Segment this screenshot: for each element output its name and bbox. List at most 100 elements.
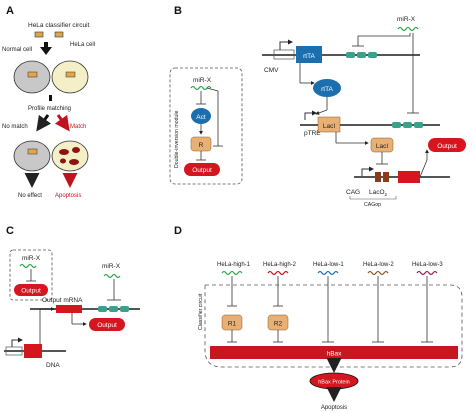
apoptosis-label: Apoptosis bbox=[321, 405, 347, 411]
promoter-arrow-icon bbox=[279, 39, 293, 50]
target-site bbox=[120, 306, 129, 312]
rtta-protein-node bbox=[313, 79, 341, 97]
profile-matching-label: Profile matching bbox=[28, 106, 71, 112]
apoptosis-label: Apoptosis bbox=[55, 193, 81, 199]
cagop-label: CAGop bbox=[364, 202, 381, 208]
classifier-circuit-label: HeLa classifier circuit bbox=[28, 22, 90, 29]
repression-line bbox=[357, 33, 411, 46]
protein-blob-icon bbox=[72, 147, 80, 153]
laci-gene-box bbox=[317, 116, 341, 133]
output-cds-box bbox=[56, 305, 82, 313]
hbax-label: hBax bbox=[327, 351, 343, 358]
mirna-wave-icon bbox=[190, 85, 212, 91]
target-site bbox=[392, 122, 401, 128]
output-label: Output bbox=[192, 167, 212, 174]
hela-cell-label: HeLa cell bbox=[70, 42, 95, 48]
panel-a: A HeLa classifier circuit Normal cell He… bbox=[2, 5, 95, 199]
inset-mir-label: miR-X bbox=[22, 255, 41, 262]
no-match-arrow-icon bbox=[36, 114, 52, 132]
panel-a-letter: A bbox=[6, 5, 14, 17]
rtta-gene-box bbox=[296, 46, 322, 63]
panel-b: B Double-inversion module miR-X Act R Ou… bbox=[169, 5, 466, 208]
double-inversion-module-box bbox=[169, 67, 243, 185]
inset-output-node bbox=[14, 284, 48, 296]
cmv-label: CMV bbox=[264, 67, 279, 74]
target-site bbox=[368, 52, 377, 58]
protein-blob-icon bbox=[59, 149, 69, 155]
laci-protein-label: LacI bbox=[376, 143, 388, 150]
inset-box bbox=[9, 249, 53, 301]
r2-label: R2 bbox=[274, 321, 283, 328]
target-site bbox=[109, 306, 118, 312]
transcription-arrow-icon bbox=[39, 307, 55, 344]
mirna-wave-icon bbox=[19, 263, 37, 269]
mirna-wave-icon bbox=[103, 273, 121, 279]
laco2-site bbox=[375, 172, 381, 182]
hbax-protein-label: hBax Protein bbox=[318, 380, 350, 386]
circuit-gene-icon bbox=[34, 31, 44, 38]
mirna-wave-icon bbox=[317, 270, 339, 276]
circuit-gene-icon bbox=[27, 148, 38, 155]
activation-arrow-icon bbox=[315, 109, 328, 115]
mirna-wave-icon bbox=[367, 270, 389, 276]
target-site bbox=[403, 122, 412, 128]
inset-output-label: Output bbox=[21, 288, 41, 295]
output-mrna-label: Output mRNA bbox=[42, 297, 83, 304]
mirna-label-hela-high-2: HeLa-high-2 bbox=[263, 262, 297, 268]
output-protein-node bbox=[89, 318, 125, 331]
laco2-subscript: 2 bbox=[385, 192, 388, 197]
cag-label: CAG bbox=[346, 189, 360, 196]
r1-label: R1 bbox=[228, 321, 237, 328]
mirna-wave-icon bbox=[416, 270, 438, 276]
no-effect-label: No effect bbox=[18, 193, 42, 199]
mirna-label-hela-low-3: HeLa-low-3 bbox=[412, 262, 443, 268]
act-label: Act bbox=[196, 114, 206, 121]
target-site bbox=[98, 306, 107, 312]
normal-cell-text: Normal cell bbox=[2, 47, 32, 53]
panel-b-letter: B bbox=[174, 5, 182, 17]
laco2-site bbox=[383, 172, 389, 182]
hela-cell-result-icon bbox=[51, 140, 89, 172]
protein-blob-icon bbox=[69, 159, 79, 165]
output-gene-box bbox=[398, 171, 420, 183]
promoter-arrow-icon bbox=[361, 166, 374, 176]
normal-cell-label: Normal cell bbox=[2, 47, 32, 53]
act-node bbox=[191, 108, 211, 124]
panel-c: C miR-X Output miR-X Output mRNA Output … bbox=[4, 225, 140, 369]
mirna-label-hela-high-1: HeLa-high-1 bbox=[217, 262, 251, 268]
output-gene-box bbox=[24, 344, 42, 358]
output-protein-label: Output bbox=[97, 322, 117, 329]
mir-x-label: miR-X bbox=[102, 263, 121, 270]
mirna-wave-icon bbox=[221, 270, 243, 276]
circuit-gene-icon bbox=[54, 31, 64, 38]
r-label: R bbox=[199, 142, 204, 149]
laco2-label: LacO2 bbox=[369, 189, 388, 197]
laci-gene-label: LacI bbox=[323, 123, 335, 130]
target-site bbox=[357, 52, 366, 58]
ptre-label: pTRE bbox=[304, 130, 321, 137]
panel-c-letter: C bbox=[6, 225, 14, 237]
double-inversion-module-label: Double-inversion module bbox=[174, 111, 180, 168]
classifier-circuit-box bbox=[204, 284, 463, 368]
output-protein-label: Output bbox=[437, 143, 457, 150]
output-node bbox=[184, 163, 220, 176]
circuit-gene-icon bbox=[65, 71, 76, 78]
output-protein-node bbox=[428, 138, 466, 152]
down-arrow-icon bbox=[40, 47, 52, 55]
mir-x-right-label: miR-X bbox=[397, 16, 416, 23]
down-arrow-icon bbox=[44, 42, 48, 48]
match-arrow-icon bbox=[54, 114, 70, 132]
mirna-label-hela-low-1: HeLa-low-1 bbox=[313, 262, 344, 268]
promoter-arrow-icon bbox=[304, 110, 317, 120]
mirna-label-hela-low-2: HeLa-low-2 bbox=[363, 262, 394, 268]
connector-line bbox=[206, 87, 219, 92]
circuit-gene-icon bbox=[27, 71, 38, 78]
rtta-gene-label: rtTA bbox=[303, 53, 315, 60]
panel-d-letter: D bbox=[174, 225, 182, 237]
target-site bbox=[414, 122, 423, 128]
mirna-wave-icon bbox=[267, 270, 289, 276]
match-label: Match bbox=[70, 124, 86, 130]
panel-d: D HeLa-high-1 HeLa-high-2 HeLa-low-1 HeL… bbox=[174, 225, 463, 411]
hbax-gene-bar bbox=[210, 346, 458, 359]
